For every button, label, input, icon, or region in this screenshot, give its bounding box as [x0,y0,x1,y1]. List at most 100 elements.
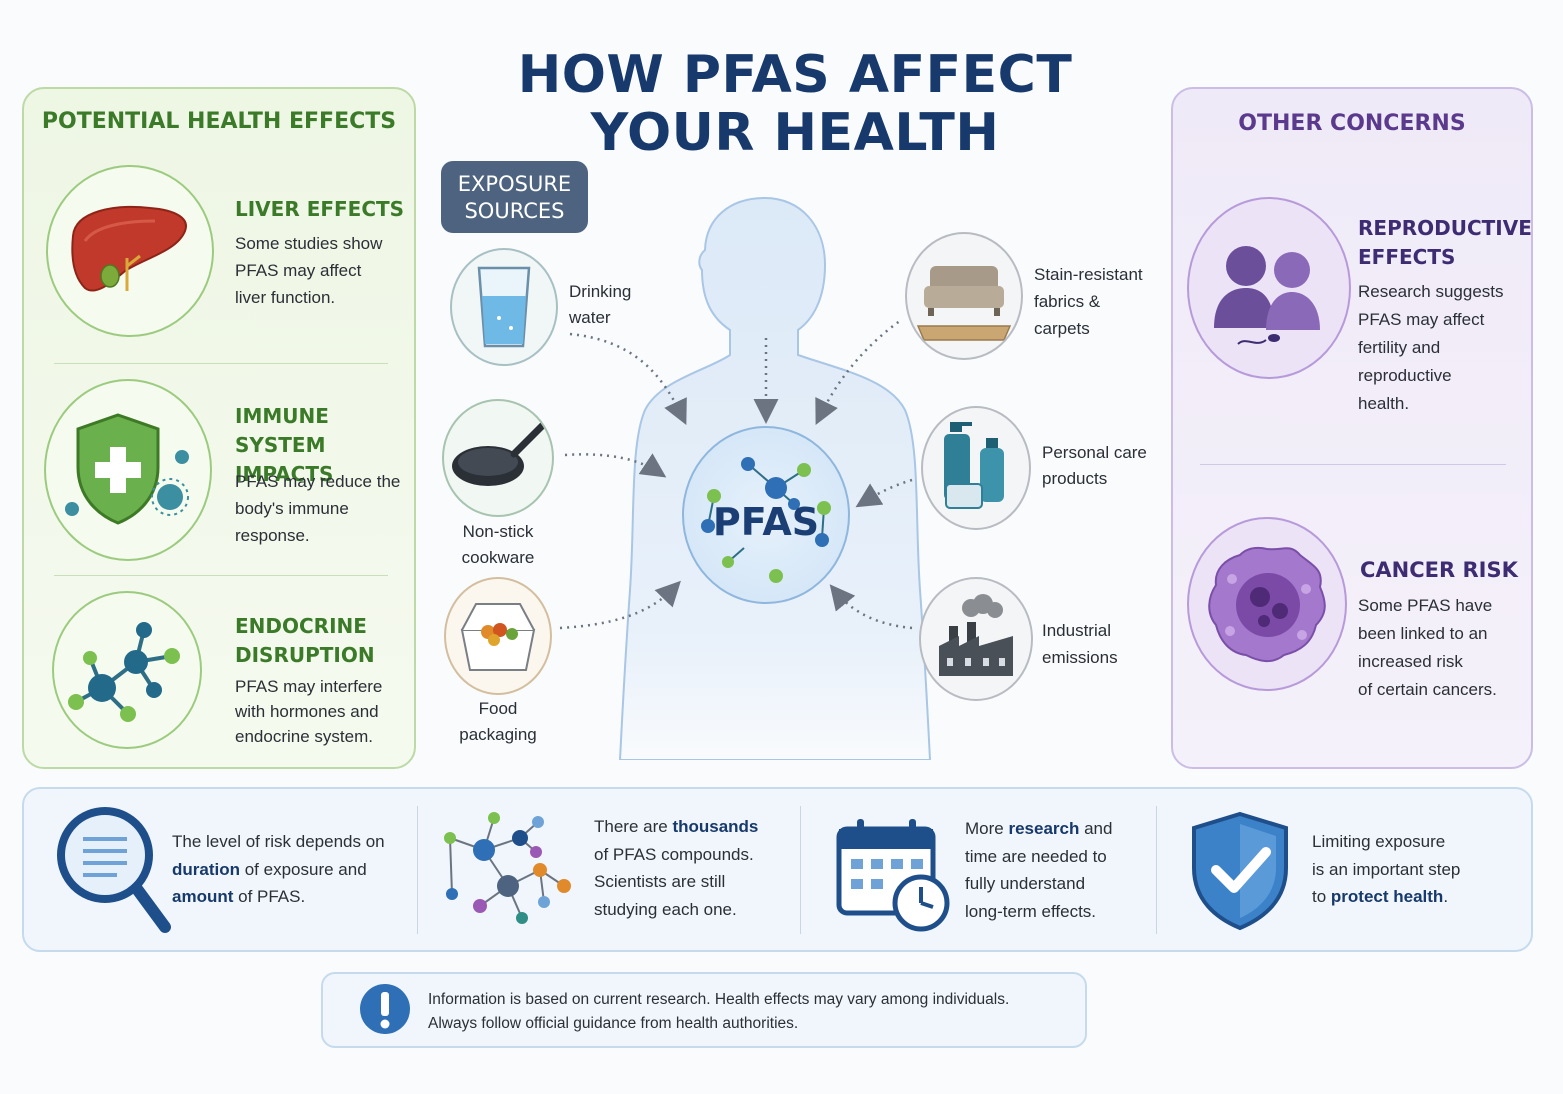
text-line: There are thousands [594,813,758,841]
label-line: carpets [1034,319,1090,338]
factory-icon [919,577,1033,701]
text-line: The level of risk depends on [172,832,385,851]
fact-thousands-compounds: There are thousands of PFAS compounds. S… [594,813,758,923]
compound-network-icon [444,812,571,924]
text-span: of PFAS. [233,887,306,906]
text-line: PFAS may reduce the [235,472,401,491]
heading-line: IMPACTS [235,462,334,486]
immune-system-text: PFAS may reduce the body's immune respon… [235,468,400,549]
text-line: long-term effects. [965,901,1097,921]
exclamation-icon [360,984,410,1034]
text-line: liver function. [235,288,336,307]
separator [1156,806,1157,934]
separator [800,806,801,934]
label-line: Industrial [1042,621,1111,640]
text-line: duration of exposure and [172,856,385,884]
text-line: PFAS may affect [235,261,362,280]
label-line: products [1042,469,1108,488]
source-industrial-emissions: Industrial emissions [1042,617,1118,671]
text-line: fertility and [1358,338,1441,357]
liver-effects-text: Some studies show PFAS may affect liver … [235,230,382,311]
source-non-stick-cookware: Non-stick cookware [458,519,538,571]
text-line: PFAS may affect [1358,310,1485,329]
sofa-icon [905,232,1023,360]
label-line: Food [478,699,518,718]
fact-risk-duration: The level of risk depends on duration of… [172,828,385,911]
text-line: Some PFAS have [1358,596,1493,615]
heading-line: REPRODUCTIVE [1358,216,1532,240]
text-line: Some studies show [235,234,383,253]
bold-term: thousands [672,817,759,836]
text-line: to protect health. [1312,883,1460,911]
label-line: fabrics & [1034,292,1101,311]
source-stain-resistant-fabrics: Stain-resistant fabrics & carpets [1034,261,1143,342]
text-line: endocrine system. [235,727,373,746]
label-line: SOURCES [464,199,565,223]
bold-term: research [1008,819,1080,838]
text-line: Limiting exposure [1312,832,1446,851]
disclaimer-text: Information is based on current research… [428,988,1078,1036]
endocrine-heading: ENDOCRINE DISRUPTION [235,612,375,670]
cancer-risk-heading: CANCER RISK [1360,558,1518,582]
bold-term: amount [172,887,234,906]
text-line: with hormones and [235,702,379,721]
calendar-clock-icon [836,819,950,932]
text-span: and [1079,819,1113,838]
text-span: . [1443,887,1449,906]
text-line: More research and [965,815,1112,843]
text-line: Research suggests [1358,282,1504,301]
heading-line: EFFECTS [1358,245,1456,269]
source-drinking-water: Drinking water [569,279,631,331]
cell-icon [1187,517,1347,691]
bottles-icon [921,406,1031,530]
heading-line: IMMUNE SYSTEM [235,404,329,457]
divider [54,363,388,364]
immune-system-heading: IMMUNE SYSTEM IMPACTS [235,402,414,489]
reproductive-effects-text: Research suggests PFAS may affect fertil… [1358,278,1504,418]
food-box-icon [444,577,552,695]
shield-plus-icon [44,379,212,561]
text-line: time are needed to [965,846,1107,866]
text-line: body's immune [235,499,349,518]
source-personal-care-products: Personal care products [1042,440,1147,492]
cancer-risk-text: Some PFAS have been linked to an increas… [1358,592,1497,704]
text-line: studying each one. [594,899,737,919]
pfas-center-circle [682,426,850,604]
page-title: HOW PFAS AFFECT YOUR HEALTH [430,46,1160,162]
label-line: Stain-resistant [1034,265,1143,284]
couple-icon [1187,197,1351,379]
text-line: Scientists are still [594,872,726,891]
heading-line: ENDOCRINE [235,614,367,638]
text-line: of PFAS compounds. [594,844,754,864]
water-glass-icon [450,248,558,366]
potential-health-effects-panel: POTENTIAL HEALTH EFFECTS LIVER EFFECTS S… [22,87,416,769]
pfas-center-label: PFAS [712,500,820,544]
title-line-1: HOW PFAS AFFECT [517,45,1073,105]
label-line: Personal care [1042,443,1147,462]
text-span: to [1312,887,1331,906]
label-line: Drinking [569,282,632,301]
bold-term: duration [172,859,240,879]
separator [417,806,418,934]
text-line: been linked to an [1358,624,1488,643]
divider [54,575,388,576]
fact-more-research: More research and time are needed to ful… [965,815,1112,925]
text-line: response. [235,526,310,545]
label-line: water [569,308,611,327]
text-span: More [965,819,1009,838]
text-span: There are [594,817,673,836]
text-line: health. [1358,394,1410,413]
text-line: of certain cancers. [1358,680,1497,699]
heading-line: DISRUPTION [235,643,375,667]
text-line: increased risk [1358,652,1463,671]
endocrine-text: PFAS may interfere with hormones and end… [235,674,382,749]
source-food-packaging: Food packaging [452,696,544,748]
bold-term: protect health [1330,887,1444,906]
text-line: reproductive [1358,366,1452,385]
text-line: amount of PFAS. [172,883,385,911]
divider [1200,464,1506,465]
text-line: Information is based on current research… [428,991,1010,1008]
magnifier-icon [57,807,171,933]
label-line: Non-stick [462,522,534,541]
molecule-icon [52,591,202,749]
